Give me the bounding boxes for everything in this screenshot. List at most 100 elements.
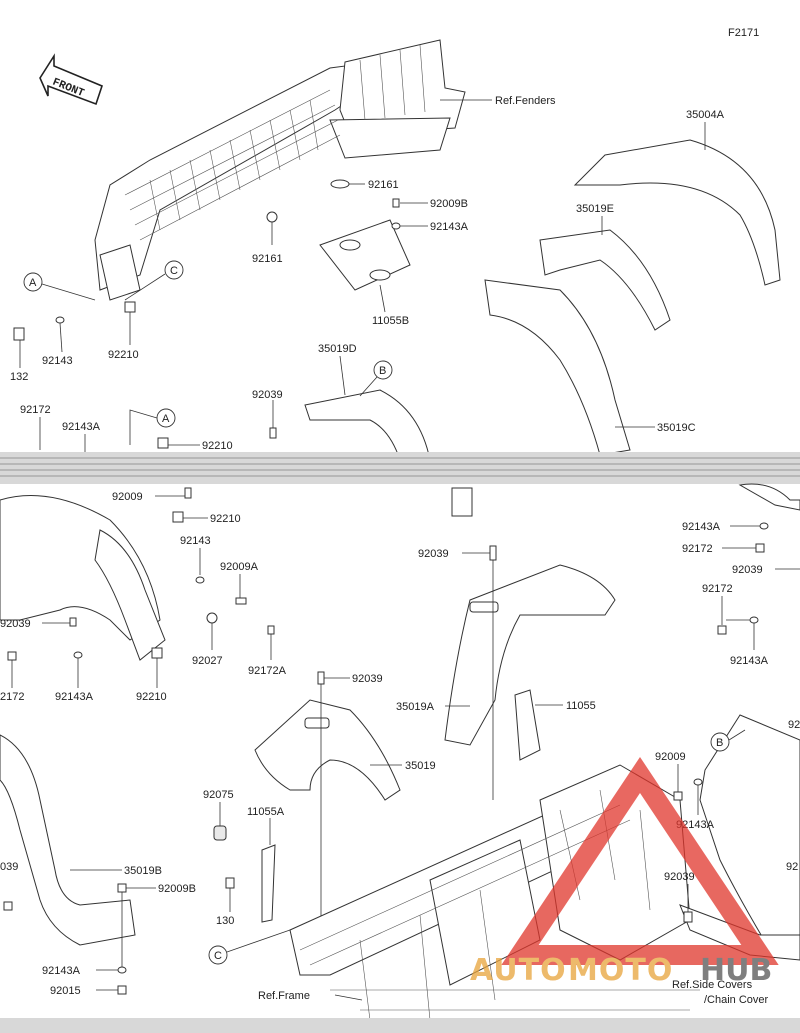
- callout-c-top: [164, 260, 184, 280]
- label-11055b: 11055B: [372, 315, 409, 327]
- washer-92143a-c: [73, 651, 83, 659]
- label-35019b: 35019B: [124, 865, 162, 877]
- label-92210-c: 92210: [210, 513, 241, 525]
- label-92039-b: 92039: [0, 618, 31, 630]
- figure-id: F2171: [728, 27, 759, 39]
- bolt-92039-top: [269, 427, 277, 439]
- fender-35019c: [484, 279, 631, 456]
- label-92210-a: 92210: [108, 349, 139, 361]
- label-35019a: 35019A: [396, 701, 435, 713]
- washer-92143a-g: [117, 966, 127, 974]
- fender-35019d: [304, 389, 431, 461]
- washer-92143a-e: [749, 616, 759, 624]
- nut-92210-c: [172, 511, 184, 523]
- bolt-92009-b: [673, 791, 683, 801]
- callout-a-top: [23, 272, 43, 292]
- callout-b-top: [373, 360, 393, 380]
- callout-c-bottom: [208, 945, 228, 965]
- watermark-auto: AUTO: [470, 953, 567, 988]
- label-92143a-b: 92143A: [62, 421, 101, 433]
- label-92075: 92075: [203, 789, 234, 801]
- label-92009-b: 92009: [655, 751, 686, 763]
- label-92143-b: 92143: [180, 535, 211, 547]
- bracket-11055a: [261, 844, 276, 923]
- callout-b-top-label: B: [379, 365, 386, 377]
- nut-92210-d: [151, 647, 163, 659]
- bolt-92172-d: [717, 625, 727, 635]
- fender-edge-right: [738, 483, 800, 511]
- washer-92143a-top: [391, 222, 401, 230]
- bolt-92172-c: [755, 543, 765, 553]
- label-35019d: 35019D: [318, 343, 357, 355]
- label-ref-frame: Ref.Frame: [258, 990, 310, 1002]
- label-92027: 92027: [192, 655, 223, 667]
- label-92039-e: 92039: [352, 673, 383, 685]
- washer-92143: [55, 316, 65, 324]
- label-039: 039: [0, 861, 18, 873]
- label-11055a: 11055A: [247, 806, 285, 818]
- label-92039-f: 92039: [664, 871, 695, 883]
- automotohub-watermark: AUTO MOTO HUB: [470, 756, 779, 988]
- callout-a-top-label: A: [29, 277, 37, 289]
- nut-92210-a: [124, 301, 136, 313]
- washer-92143a-d: [759, 522, 769, 530]
- label-11055: 11055: [566, 700, 596, 712]
- label-35019c: 35019C: [657, 422, 696, 434]
- cushion-92075: [213, 825, 227, 841]
- front-arrow-icon: FRONT: [39, 53, 103, 106]
- washer-92161-a: [330, 179, 350, 189]
- bolt-92009a: [235, 597, 247, 605]
- label-92161-a: 92161: [368, 179, 399, 191]
- label-92-edge: 92: [788, 719, 800, 731]
- label-92143a-c: 92143A: [55, 691, 94, 703]
- label-35004a: 35004A: [686, 109, 725, 121]
- label-92009b-a: 92009B: [430, 198, 468, 210]
- label-92172-c: 92172: [682, 543, 713, 555]
- bolt-039: [3, 901, 13, 911]
- label-ref-chain-cover: /Chain Cover: [704, 994, 769, 1006]
- front-grille-panel: [94, 39, 466, 301]
- bolt-92172-b: [7, 651, 17, 661]
- section-divider: [0, 452, 800, 484]
- bottom-band: [0, 1018, 800, 1033]
- label-92039-a: 92039: [252, 389, 283, 401]
- label-92172-b: 2172: [0, 691, 24, 703]
- callout-c-top-label: C: [170, 265, 178, 277]
- label-ref-side-covers: Ref.Side Covers: [672, 979, 753, 991]
- label-130: 130: [216, 915, 234, 927]
- label-92009-a: 92009: [112, 491, 143, 503]
- label-35019e: 35019E: [576, 203, 614, 215]
- label-35019: 35019: [405, 760, 436, 772]
- label-92015: 92015: [50, 985, 81, 997]
- label-92039-c: 92039: [418, 548, 449, 560]
- label-92143a-g: 92143A: [42, 965, 81, 977]
- washer-92143a-f: [693, 778, 703, 786]
- rear-fender-left: [0, 495, 166, 661]
- callout-c-bottom-label: C: [214, 950, 222, 962]
- watermark-moto: MOTO: [568, 953, 673, 988]
- bolt-92039-f: [683, 911, 693, 923]
- bolt-92172a: [267, 625, 275, 635]
- label-92210-d: 92210: [136, 691, 167, 703]
- fender-35019e: [539, 229, 671, 331]
- watermark-hub: HUB: [700, 953, 772, 988]
- label-92161-b: 92161: [252, 253, 283, 265]
- label-92143a-a: 92143A: [430, 221, 469, 233]
- bolt-92009b-b: [117, 883, 127, 893]
- label-92172a: 92172A: [248, 665, 287, 677]
- bolt-130: [225, 877, 235, 889]
- callout-b-bottom: [710, 732, 730, 752]
- label-92172-a: 92172: [20, 404, 51, 416]
- bolt-92039-b: [69, 617, 77, 627]
- label-ref-fenders: Ref.Fenders: [495, 95, 556, 107]
- bolt-92009b-top: [392, 198, 400, 208]
- label-92143: 92143: [42, 355, 73, 367]
- label-92-edge2: 92: [786, 861, 798, 873]
- bracket-11055b: [319, 219, 411, 291]
- callout-b-bottom-label: B: [716, 737, 723, 749]
- washer-92161-b: [266, 211, 278, 223]
- label-92039-d: 92039: [732, 564, 763, 576]
- label-92009b-b: 92009B: [158, 883, 196, 895]
- nut-92210-b: [157, 437, 169, 449]
- collar-92027: [206, 612, 218, 624]
